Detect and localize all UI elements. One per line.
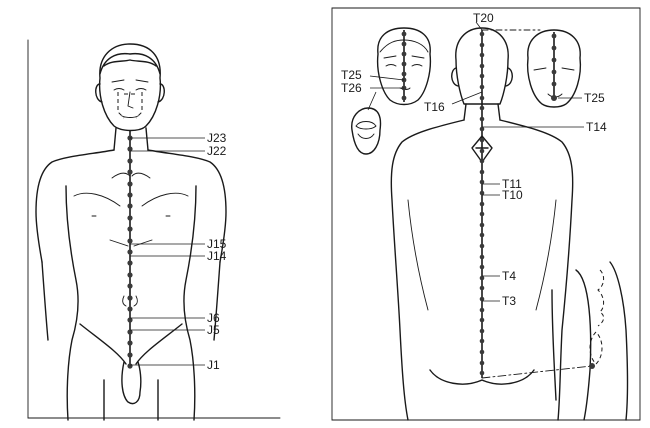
front-leaders (130, 138, 205, 365)
face-left-point-2 (402, 42, 407, 47)
front-body-left-side (66, 186, 78, 420)
back-point-5 (480, 74, 485, 79)
head-inset-right (528, 30, 581, 107)
back-point-14 (480, 170, 485, 175)
back-point-2 (480, 43, 485, 48)
front-point-19 (127, 340, 132, 345)
back-figure (391, 28, 627, 420)
back-point-11 (480, 138, 485, 143)
label-t10: T10 (502, 188, 523, 202)
front-point-5 (127, 181, 132, 186)
front-face-meridian (118, 92, 142, 118)
front-point-9 (127, 226, 132, 231)
label-t14: T14 (586, 120, 607, 134)
front-point-8 (127, 215, 132, 220)
label-j5: J5 (207, 323, 220, 337)
back-torso-left (391, 120, 464, 420)
label-t16: T16 (424, 100, 445, 114)
back-point-28 (480, 318, 485, 323)
mouth-inset (352, 92, 381, 154)
back-point-9 (480, 117, 485, 122)
label-t20: T20 (473, 11, 494, 25)
front-point-21 (127, 363, 132, 368)
back-point-8 (480, 106, 485, 111)
label-t4: T4 (502, 269, 516, 283)
back-point-32 (480, 361, 485, 366)
label-t26: T26 (341, 81, 362, 95)
front-legs (104, 380, 158, 420)
head-right-point-4 (552, 70, 557, 75)
coccyx-inset (590, 332, 602, 364)
front-point-10 (127, 238, 132, 243)
back-side-arm (552, 262, 628, 420)
front-point-14 (127, 283, 132, 288)
head-right-point-2 (552, 46, 557, 51)
leader-t16 (452, 92, 482, 104)
front-torso-left (36, 150, 114, 262)
front-points (127, 135, 132, 368)
back-point-20 (480, 233, 485, 238)
back-point-23 (480, 265, 485, 270)
label-t25-side: T25 (584, 91, 605, 105)
head-right-point-5 (552, 82, 557, 87)
face-left-point-8 (402, 96, 407, 101)
spine-detail-inset (598, 270, 604, 326)
back-point-1 (480, 32, 485, 37)
back-point-3 (480, 53, 485, 58)
tailbone-link (482, 366, 592, 378)
front-left-arm (42, 262, 48, 340)
label-j1: J1 (207, 358, 220, 372)
back-point-17 (480, 202, 485, 207)
label-j22: J22 (207, 144, 227, 158)
mouth-inset-link (368, 92, 376, 110)
back-point-13 (480, 159, 485, 164)
front-point-7 (127, 203, 132, 208)
back-point-33 (480, 371, 485, 376)
back-point-22 (480, 255, 485, 260)
front-point-13 (127, 272, 132, 277)
label-t25: T25 (341, 68, 362, 82)
back-point-25 (480, 286, 485, 291)
label-j14: J14 (207, 249, 227, 263)
back-point-4 (480, 64, 485, 69)
front-point-16 (127, 306, 132, 311)
back-point-29 (480, 329, 485, 334)
front-point-11 (127, 249, 132, 254)
face-left-point-5 (402, 72, 407, 77)
back-point-19 (480, 223, 485, 228)
front-hair (100, 54, 160, 74)
front-point-15 (127, 295, 132, 300)
back-point-27 (480, 308, 485, 313)
head-right-nose-point (551, 95, 557, 101)
face-left-point-1 (402, 32, 407, 37)
front-point-4 (127, 169, 132, 174)
face-left-point-3 (402, 52, 407, 57)
back-point-6 (480, 85, 485, 90)
tailbone-point (589, 363, 595, 369)
back-point-31 (480, 350, 485, 355)
front-point-12 (127, 260, 132, 265)
back-point-30 (480, 339, 485, 344)
back-point-18 (480, 212, 485, 217)
front-point-3 (127, 158, 132, 163)
leader-t25 (370, 76, 404, 80)
face-left-point-4 (402, 62, 407, 67)
label-j23: J23 (207, 131, 227, 145)
front-point-20 (127, 352, 132, 357)
back-point-7 (480, 96, 485, 101)
head-right-point-3 (552, 58, 557, 63)
front-face-features (112, 80, 148, 118)
mouth-inset-outline (352, 108, 381, 154)
front-body-right-side (184, 186, 196, 420)
front-point-6 (127, 192, 132, 197)
back-point-12 (480, 149, 485, 154)
mouth-inset-teeth (356, 122, 376, 139)
back-point-21 (480, 244, 485, 249)
label-t3: T3 (502, 294, 516, 308)
head-right-point-1 (552, 34, 557, 39)
